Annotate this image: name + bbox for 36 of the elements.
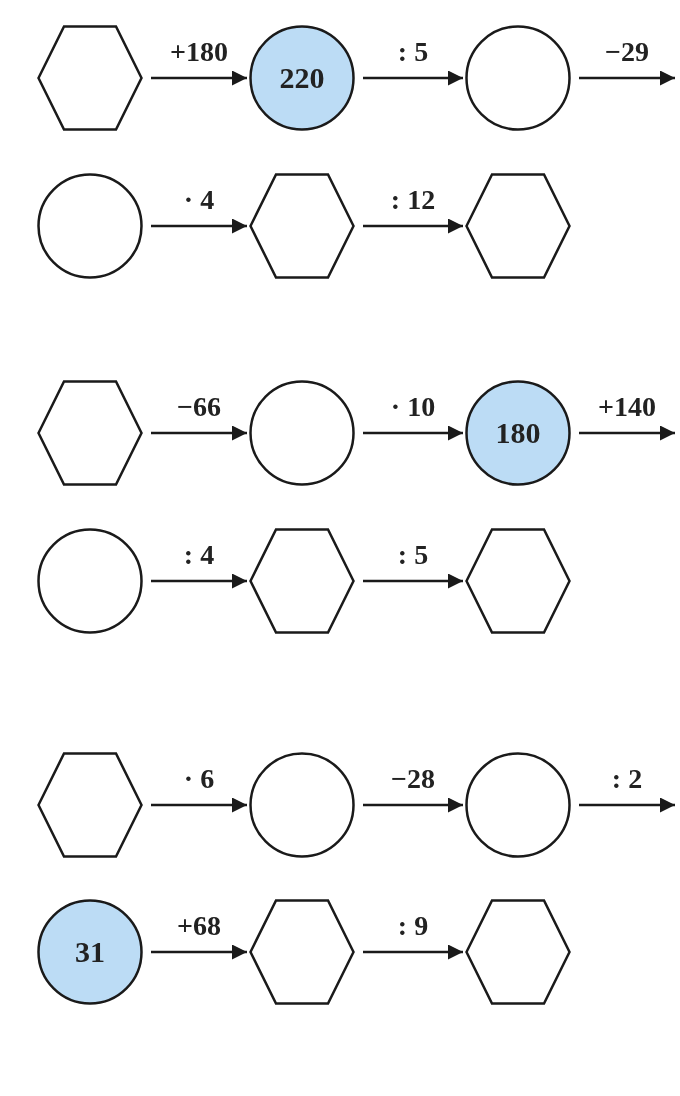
circle-shape	[249, 380, 355, 486]
circle-shape	[465, 752, 571, 858]
number-text: 220	[279, 61, 325, 95]
arrow	[363, 944, 463, 960]
arrow	[151, 70, 247, 86]
arrow	[579, 797, 675, 813]
arrow	[151, 218, 247, 234]
circle-shape	[249, 25, 355, 131]
circle-shape	[465, 25, 571, 131]
number-text: 180	[495, 416, 541, 450]
circle-shape	[37, 899, 143, 1005]
hexagon-shape	[249, 899, 355, 1005]
circle-shape	[37, 173, 143, 279]
hexagon-shape	[37, 25, 143, 131]
hexagon-shape	[37, 752, 143, 858]
hexagon-shape	[249, 528, 355, 634]
circle-shape	[249, 752, 355, 858]
arrow	[151, 797, 247, 813]
hexagon-shape	[465, 528, 571, 634]
hexagon-shape	[249, 173, 355, 279]
arrow	[363, 573, 463, 589]
arrow	[579, 425, 675, 441]
arrow	[363, 70, 463, 86]
hexagon-shape	[465, 899, 571, 1005]
arrow	[363, 797, 463, 813]
hexagon-shape	[37, 380, 143, 486]
circle-shape	[465, 380, 571, 486]
hexagon-shape	[465, 173, 571, 279]
arrow	[579, 70, 675, 86]
arrow	[151, 425, 247, 441]
number-text: 31	[75, 935, 105, 969]
arrow	[363, 425, 463, 441]
circle-shape	[37, 528, 143, 634]
arrow	[151, 944, 247, 960]
arrow	[363, 218, 463, 234]
arrow	[151, 573, 247, 589]
